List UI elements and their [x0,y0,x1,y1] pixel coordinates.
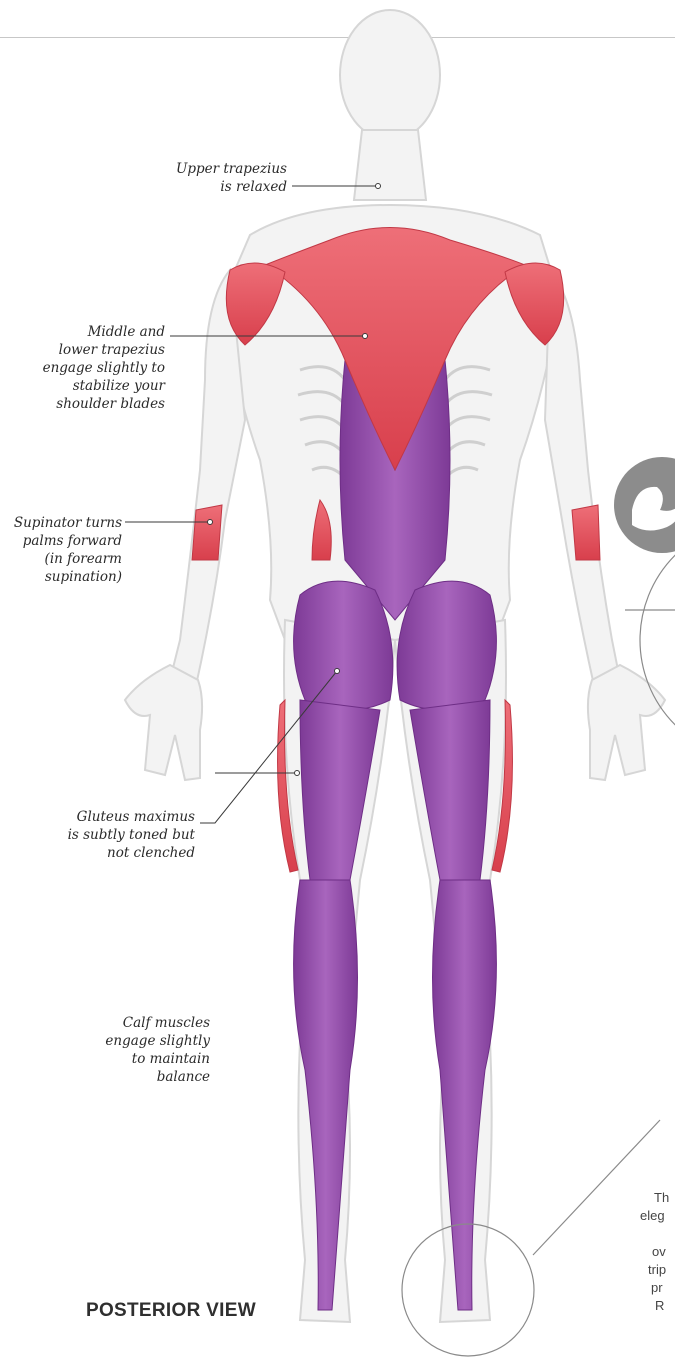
supinator-left [192,505,222,560]
head [340,10,440,140]
right-arm [545,270,620,690]
view-title: POSTERIOR VIEW [86,1300,256,1322]
cropped-side-text-1: Th [654,1188,669,1207]
gluteus-right [397,581,496,710]
gluteus-left [294,581,393,710]
detail-circle [640,520,675,760]
left-hand [125,665,202,780]
supinator-right [572,505,600,560]
callout-calf-muscles: Calf muscles engage slightly to maintain… [90,1014,210,1086]
callout-middle-lower-trapezius: Middle and lower trapezius engage slight… [20,323,165,413]
cropped-side-text-5: pr [651,1278,663,1297]
left-arm [170,270,245,690]
callout-gluteus-maximus: Gluteus maximus is subtly toned but not … [40,808,195,862]
cropped-side-text-6: R [655,1296,664,1315]
neck [354,130,426,200]
cropped-side-text-4: trip [648,1260,666,1279]
callout-upper-trapezius: Upper trapezius is relaxed [150,160,287,196]
cropped-side-text-2: eleg [640,1206,665,1225]
callout-supinator: Supinator turns palms forward (in forear… [2,514,122,586]
cropped-side-text-3: ov [652,1242,666,1261]
flexed-arm-icon [614,457,675,553]
body-silhouette [125,10,665,1322]
right-hand [588,665,665,780]
